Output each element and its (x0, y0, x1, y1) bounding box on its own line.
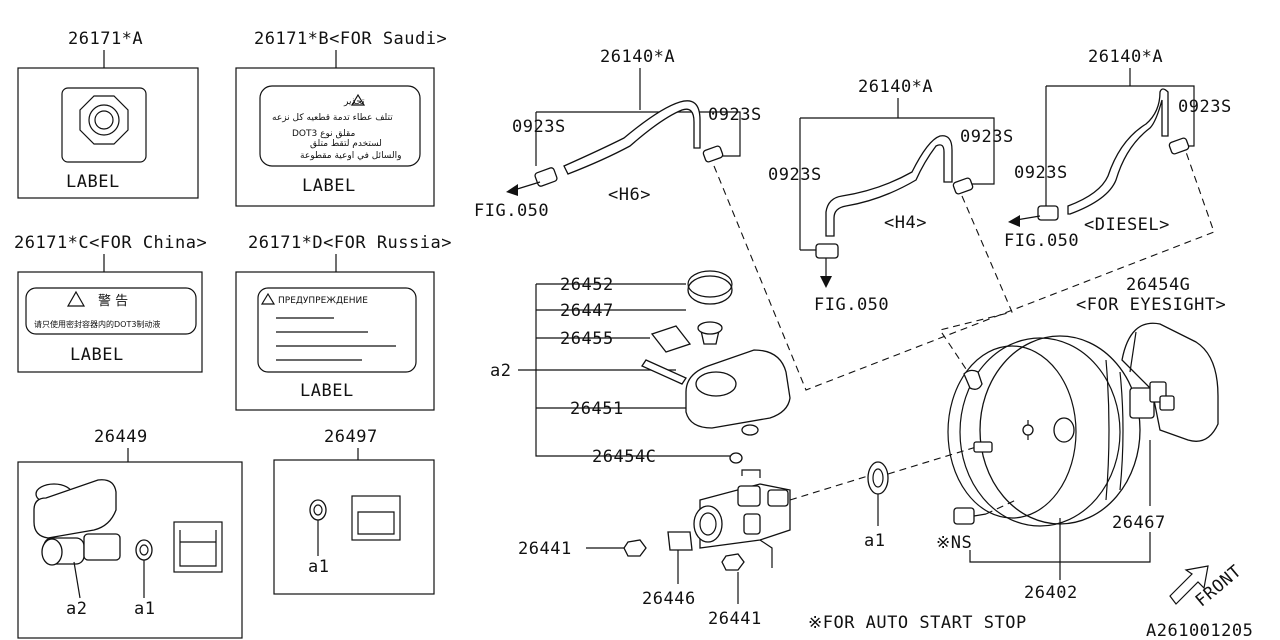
master-cylinder-icon (33, 479, 121, 566)
clamp-icon (952, 177, 974, 195)
reservoir-cap-icon (687, 275, 733, 305)
label-text-26171d: LABEL (300, 381, 354, 401)
ref-a1-kit2: a1 (308, 557, 329, 577)
clamp-0923s-h6-right: 0923S (708, 105, 762, 125)
china-warning-text: 请只使用密封容器内的DOT3制动液 (34, 319, 160, 329)
ref-a2-main: a2 (490, 361, 511, 381)
part-number-26171d: 26171*D<FOR Russia> (248, 233, 452, 253)
clamp-0923s-diesel-left: 0923S (1014, 163, 1068, 183)
clamp-icon (1037, 205, 1059, 221)
part-number-26441-b: 26441 (708, 609, 762, 629)
part-number-26447: 26447 (560, 301, 614, 321)
fig050-ref-h4: FIG.050 (814, 295, 889, 315)
ref-a1-booster: a1 (864, 531, 885, 551)
china-warning-title: 警 告 (98, 293, 128, 309)
caution-plate-icon (650, 325, 692, 353)
part-number-26446: 26446 (642, 589, 696, 609)
part-number-26467: 26467 (1112, 513, 1166, 533)
clamp-icon (1168, 137, 1190, 155)
clamp-icon (815, 243, 839, 259)
hose-h4-icon (825, 135, 953, 237)
nut-26441-icon-2 (721, 553, 745, 571)
part-number-26402: 26402 (1024, 583, 1078, 603)
front-label: FRONT (1192, 561, 1246, 611)
label-box-26171d (235, 271, 435, 411)
clamp-0923s-h6-left: 0923S (512, 117, 566, 137)
part-number-26452: 26452 (560, 275, 614, 295)
diagram-id: A261001205 (1146, 621, 1253, 640)
nut-26441-icon (623, 539, 647, 557)
label-text-26171a: LABEL (66, 172, 120, 192)
saudi-warning-line5: والسائل في اوعية مقطوعة (300, 151, 401, 161)
fig050-ref-diesel: FIG.050 (1004, 231, 1079, 251)
master-cylinder-body-icon (693, 483, 791, 549)
seal-a1-icon-2 (309, 499, 327, 521)
fig050-ref-h6: FIG.050 (474, 201, 549, 221)
ref-a1-kit: a1 (134, 599, 155, 619)
part-number-26140a-diesel: 26140*A (1088, 47, 1163, 67)
saudi-warning-line4: لستخدم لتقط متلق (310, 139, 382, 149)
part-number-26455: 26455 (560, 329, 614, 349)
clamp-0923s-h4-right: 0923S (960, 127, 1014, 147)
auto-start-stop-note: ※FOR AUTO START STOP (808, 613, 1027, 633)
part-number-26140a-h6: 26140*A (600, 47, 675, 67)
ref-a2-kit: a2 (66, 599, 87, 619)
kit-box-26497 (273, 459, 435, 595)
clamp-0923s-diesel-right: 0923S (1178, 97, 1232, 117)
part-number-26140a-h4: 26140*A (858, 77, 933, 97)
hose-connection-dashed-2 (939, 195, 1013, 379)
label-box-26171b (235, 67, 435, 207)
seal-a1-icon (135, 539, 153, 561)
russia-warning-title: ПРЕДУПРЕЖДЕНИЕ (278, 296, 368, 306)
front-arrow-icon (1169, 565, 1209, 605)
saudi-warning-line2: تتلف عطاء تدمة قطعيه كل نزعه (272, 113, 393, 123)
label-box-26171c (17, 271, 203, 373)
gasket-26446-icon (667, 531, 693, 551)
variant-diesel: <DIESEL> (1084, 215, 1170, 235)
clamp-icon (702, 145, 724, 163)
part-number-26454c: 26454C (592, 447, 656, 467)
reservoir-tank-icon (685, 349, 791, 429)
booster-seal-a1-icon (867, 461, 889, 495)
part-number-26451: 26451 (570, 399, 624, 419)
part-number-26171c: 26171*C<FOR China> (14, 233, 207, 253)
ns-note-marker: ※NS (936, 533, 972, 553)
part-number-26454g: 26454G (1126, 275, 1190, 295)
saudi-warning-line3: DOT3 مقلق نوع (292, 129, 356, 139)
hose-connection-dashed (713, 151, 1215, 391)
brake-booster-icon (947, 335, 1141, 527)
kit-box-26449 (17, 461, 243, 639)
clamp-icon (534, 167, 558, 187)
ns-switch-icon (953, 507, 987, 525)
hose-h6-icon (563, 100, 701, 175)
grommet-icon (729, 452, 743, 464)
clamp-0923s-h4-left: 0923S (768, 165, 822, 185)
part-number-26171a: 26171*A (68, 29, 143, 49)
level-sensor-icon (641, 359, 687, 385)
label-text-26171c: LABEL (70, 345, 124, 365)
variant-h4: <H4> (884, 213, 927, 233)
part-number-26497: 26497 (324, 427, 378, 447)
fluid-container-icon-2 (351, 495, 401, 541)
label-text-26171b: LABEL (302, 176, 356, 196)
variant-h6: <H6> (608, 185, 651, 205)
label-box-26171a (17, 67, 199, 199)
fluid-container-icon (173, 521, 223, 573)
part-number-26449: 26449 (94, 427, 148, 447)
part-number-26441-a: 26441 (518, 539, 572, 559)
part-number-26171b: 26171*B<FOR Saudi> (254, 29, 447, 49)
eyesight-bracket-icon (1121, 322, 1219, 442)
hose-diesel-icon (1067, 88, 1169, 215)
for-eyesight-note: <FOR EYESIGHT> (1076, 295, 1226, 315)
